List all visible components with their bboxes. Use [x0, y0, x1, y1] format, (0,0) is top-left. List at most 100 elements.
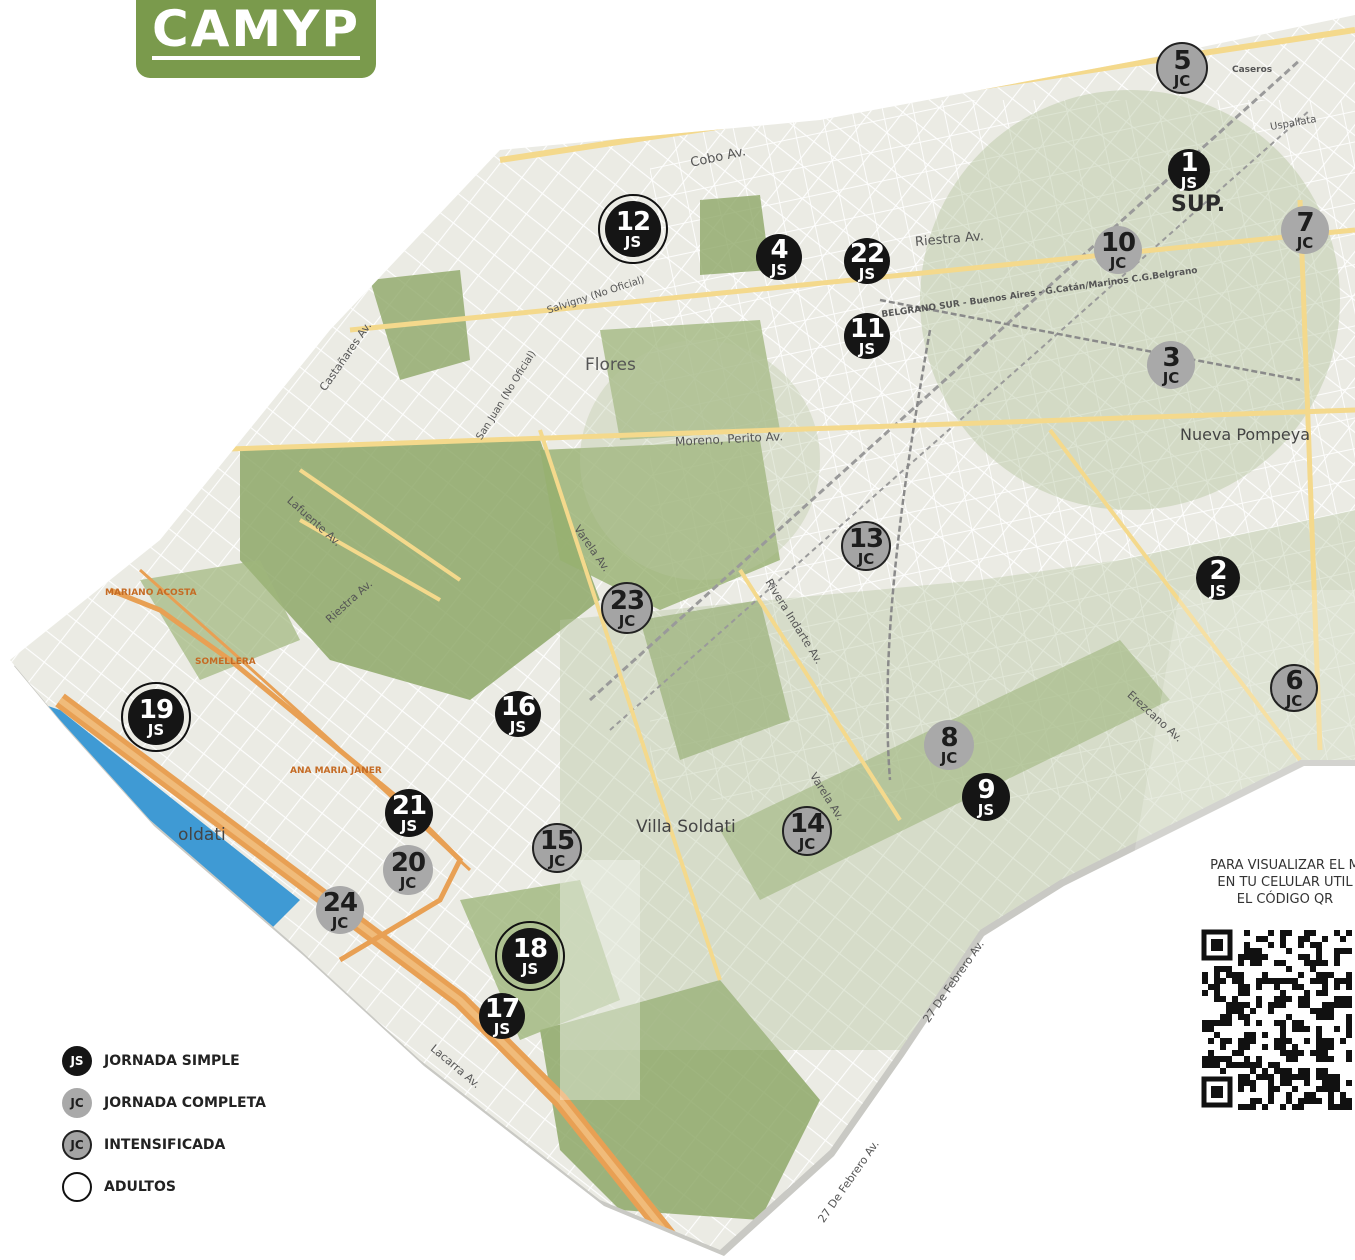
school-number: 5 [1173, 45, 1191, 76]
qr-line: EN TU CELULAR UTIL [1217, 875, 1353, 890]
school-type: JC [1285, 691, 1303, 710]
place-label-soldati: oldati [178, 825, 226, 845]
school-type: JC [940, 748, 958, 767]
school-type: JS [509, 717, 527, 736]
park-area [140, 560, 300, 680]
highway [58, 697, 683, 1250]
legend-mark-jc: JC [62, 1088, 92, 1118]
legend-label: JORNADA COMPLETA [104, 1095, 266, 1111]
legend-label: INTENSIFICADA [104, 1137, 226, 1153]
school-number: 4 [770, 234, 788, 265]
avenue [199, 407, 1355, 453]
qr-instructions: PARA VISUALIZAR EL M EN TU CELULAR UTIL … [1185, 857, 1355, 908]
avenue [349, 227, 1355, 333]
legend-row-intensificada: JC INTENSIFICADA [62, 1124, 266, 1166]
adult-ring-marker [598, 194, 668, 264]
school-type: JS [521, 959, 539, 978]
school-type: JC [1109, 253, 1127, 272]
school-type: JC [857, 549, 875, 568]
legend-mark-adultos [62, 1172, 92, 1202]
school-number: 3 [1162, 342, 1180, 373]
legend-row-adultos: ADULTOS [62, 1166, 266, 1208]
logo-text: CAMYP [152, 0, 360, 60]
qr-code-icon[interactable] [1200, 928, 1355, 1113]
school-number: 17 [484, 993, 520, 1024]
adult-ring-marker [495, 921, 565, 991]
school-type: JS [1209, 581, 1227, 600]
school-number: 19 [138, 694, 174, 725]
legend-row-js: JS JORNADA SIMPLE [62, 1040, 266, 1082]
street-label: SOMELLERA [195, 657, 256, 667]
avenue [738, 568, 902, 822]
school-number: 11 [849, 313, 885, 344]
school-type: JC [1296, 233, 1314, 252]
school-number: 2 [1209, 555, 1227, 586]
school-type: JS [1180, 173, 1198, 192]
school-number: 1 [1180, 147, 1198, 178]
school-type: JC [1162, 368, 1180, 387]
place-label-flores: Flores [585, 355, 636, 375]
avenue [1048, 428, 1302, 762]
street-label: MARIANO ACOSTA [105, 588, 197, 598]
legend-mark-js: JS [62, 1046, 92, 1076]
park-area [600, 320, 780, 440]
park-area [700, 195, 770, 275]
street-label: Caseros [1232, 65, 1273, 75]
school-number: 23 [609, 585, 645, 616]
school-type: JS [400, 816, 418, 835]
place-label-villa-soldati: Villa Soldati [636, 817, 736, 837]
school-number: 9 [977, 774, 995, 805]
school-type: JC [618, 611, 636, 630]
legend-row-jc: JC JORNADA COMPLETA [62, 1082, 266, 1124]
logo-badge: CAMYP [136, 0, 376, 78]
school-number: 24 [322, 887, 358, 918]
school-number: 20 [390, 847, 426, 878]
school-type: JS [493, 1019, 511, 1038]
school-type: JS [147, 720, 165, 739]
school-type: JS [858, 264, 876, 283]
school-type: JC [548, 851, 566, 870]
school-number: 8 [940, 722, 958, 753]
school-type: JS [858, 339, 876, 358]
school-number: 6 [1285, 665, 1303, 696]
overlay-shape [580, 340, 820, 580]
school-number: 7 [1296, 207, 1314, 238]
adult-ring-marker [121, 682, 191, 752]
school-number: 12 [615, 206, 651, 237]
legend: JS JORNADA SIMPLE JC JORNADA COMPLETA JC… [62, 1040, 266, 1208]
school-type: JS [977, 800, 995, 819]
railway [609, 109, 1311, 731]
school-type: JC [399, 873, 417, 892]
railway [879, 298, 1301, 382]
school-type: JC [331, 913, 349, 932]
avenue [1297, 199, 1323, 751]
school-number: 13 [848, 523, 884, 554]
qr-line: PARA VISUALIZAR EL M [1210, 858, 1355, 873]
school-type: JS [770, 260, 788, 279]
